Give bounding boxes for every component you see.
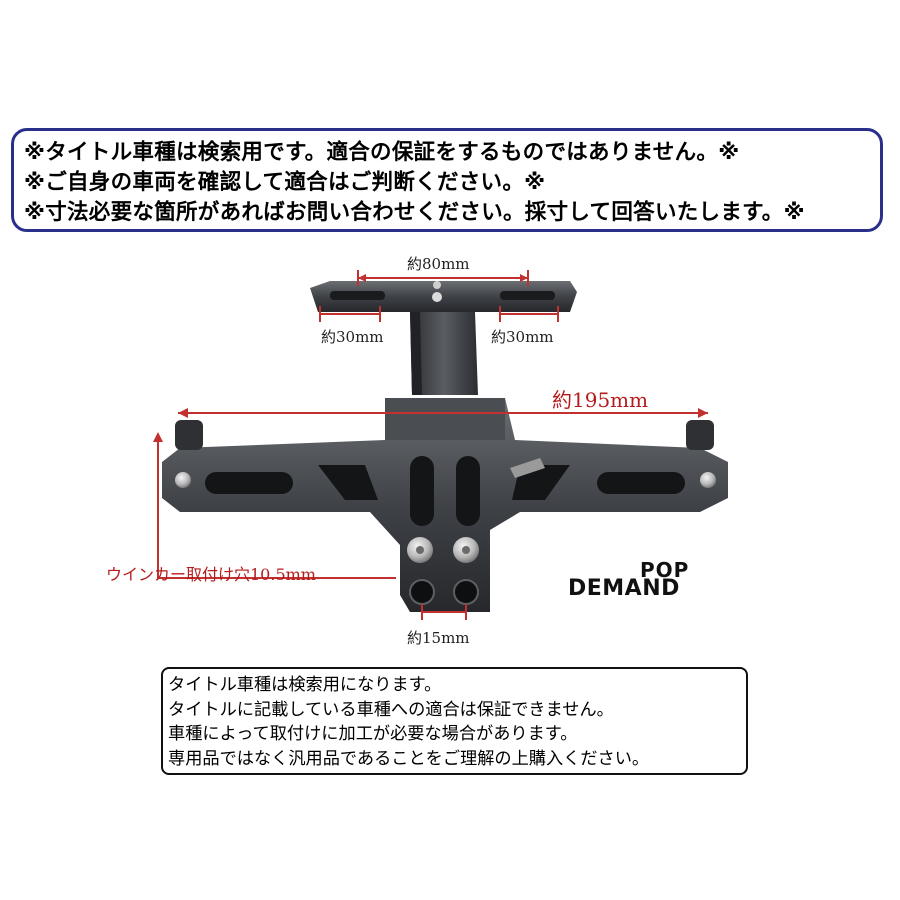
notice-line: ※ご自身の車両を確認して適合はご判断ください。※ xyxy=(24,170,546,195)
compatibility-notice-bottom: タイトル車種は検索用になります。 タイトルに記載している車種への適合は保証できま… xyxy=(161,667,748,775)
notice-line: 専用品ではなく汎用品であることをご理解の上購入ください。 xyxy=(168,748,650,769)
total-width-label: 約195mm xyxy=(552,388,649,412)
left-slot-label: 約30mm xyxy=(321,328,384,346)
license-plate-bracket-image xyxy=(153,270,728,620)
hole-spacing-label: 約15mm xyxy=(407,629,470,647)
notice-line: ※タイトル車種は検索用です。適合の保証をするものではありません。※ xyxy=(24,140,740,165)
vertical-stem xyxy=(410,312,478,395)
notice-line: 車種によって取付けに加工が必要な場合があります。 xyxy=(168,724,578,744)
logo-top-text: POP xyxy=(640,558,690,582)
pop-demand-logo: POP DEMAND xyxy=(568,558,728,604)
top-width-label: 約80mm xyxy=(407,255,470,273)
compatibility-notice-top: ※タイトル車種は検索用です。適合の保証をするものではありません。※ ※ご自身の車… xyxy=(11,128,883,232)
notice-line: タイトルに記載している車種への適合は保証できません。 xyxy=(168,699,614,720)
turn-signal-holes xyxy=(409,579,479,605)
center-bolts xyxy=(407,537,479,563)
notice-line: ※寸法必要な箇所があればお問い合わせください。採寸して回答いたします。※ xyxy=(24,200,805,225)
main-bracket-bar xyxy=(162,398,728,612)
right-slot-label: 約30mm xyxy=(491,328,554,346)
top-mount-plate xyxy=(310,281,577,312)
logo-bottom-text: DEMAND xyxy=(568,576,680,601)
dimension-lines xyxy=(153,270,708,620)
notice-line: タイトル車種は検索用になります。 xyxy=(168,675,442,695)
turn-signal-hole-label: ウインカー取付け穴10.5mm xyxy=(106,565,316,584)
